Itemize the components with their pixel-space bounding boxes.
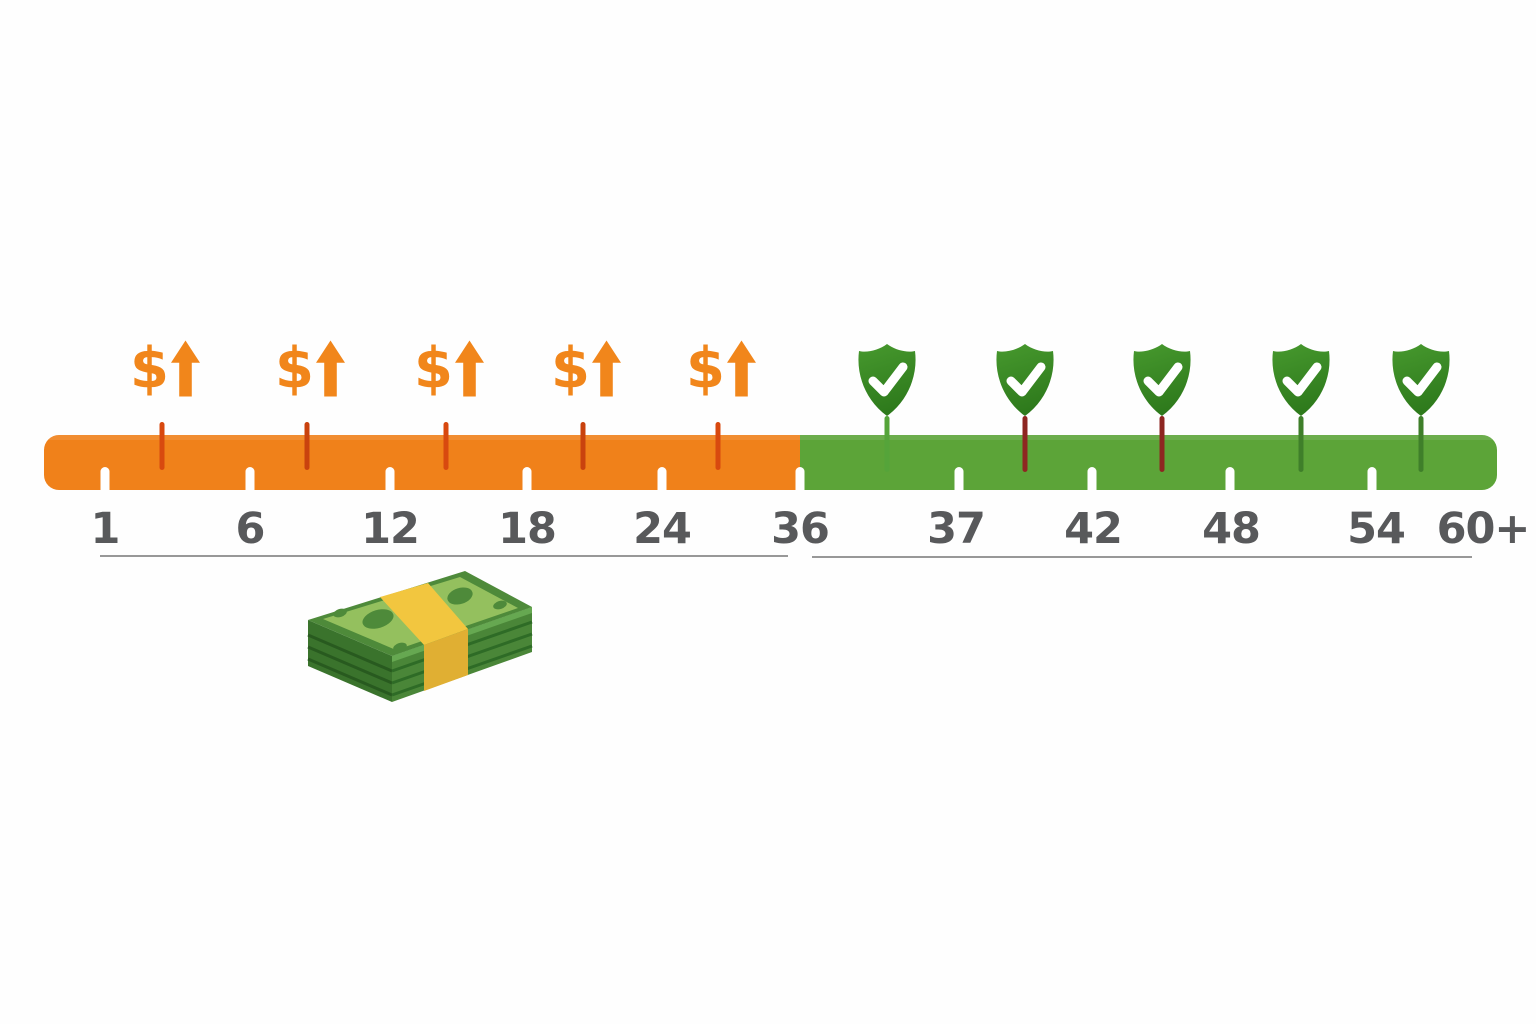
checkmark (1402, 362, 1442, 397)
orange-section-underline (100, 555, 788, 557)
money-stack-icon (307, 571, 533, 702)
dollar-marker-stem (443, 422, 449, 470)
tick-notch (1367, 467, 1377, 490)
shield-marker-stem (1022, 416, 1028, 472)
tick-notch (795, 467, 805, 490)
tick-notch (1087, 467, 1097, 490)
tick-label-60plus: 60+ (1436, 504, 1531, 554)
dollar-up-arrow-icon: $ (414, 338, 484, 404)
dollar-up-arrow-icon: $ (686, 338, 756, 404)
up-arrow-icon (592, 340, 621, 397)
dollar-marker-stem (715, 422, 721, 470)
tick-notch (954, 467, 964, 490)
tick-label-24: 24 (633, 504, 692, 554)
shield-marker-stem (1418, 416, 1424, 472)
tick-label-1: 1 (90, 504, 121, 554)
tick-label-12: 12 (361, 504, 420, 554)
checkmark (1143, 362, 1183, 397)
checkmark (1006, 362, 1046, 397)
shield-marker-stem (1159, 416, 1165, 472)
up-arrow-icon (171, 340, 200, 397)
green-section-underline (812, 556, 1472, 558)
dollar-up-arrow-icon: $ (275, 338, 345, 404)
tick-notch (385, 467, 395, 490)
shield-check-icon (996, 344, 1054, 416)
dollar-sign: $ (686, 336, 725, 401)
dollar-sign: $ (551, 336, 590, 401)
dollar-sign: $ (275, 336, 314, 401)
tick-label-36: 36 (771, 504, 830, 554)
dollar-marker-stem (304, 422, 310, 470)
dollar-sign: $ (130, 336, 169, 401)
up-arrow-icon (455, 340, 484, 397)
tick-label-48: 48 (1202, 504, 1261, 554)
tick-notch (100, 467, 110, 490)
dollar-up-arrow-icon: $ (130, 338, 200, 404)
up-arrow-icon (727, 340, 756, 397)
dollar-marker-stem (159, 422, 165, 470)
up-arrow-icon (316, 340, 345, 397)
checkmark (1282, 362, 1322, 397)
tick-notch (657, 467, 667, 490)
shield-check-icon (1392, 344, 1450, 416)
shield-check-icon (858, 344, 916, 416)
dollar-up-arrow-icon: $ (551, 338, 621, 404)
tick-label-18: 18 (498, 504, 557, 554)
shield-check-icon (1272, 344, 1330, 416)
dollar-marker-stem (580, 422, 586, 470)
timeline-bar (44, 435, 1497, 490)
tick-notch (522, 467, 532, 490)
tick-label-37: 37 (927, 504, 986, 554)
tick-label-54: 54 (1347, 504, 1406, 554)
tick-label-6: 6 (235, 504, 266, 554)
dollar-sign: $ (414, 336, 453, 401)
tick-notch (1225, 467, 1235, 490)
timeline-segment-orange (44, 435, 800, 490)
shield-marker-stem (1298, 416, 1304, 472)
shield-check-icon (1133, 344, 1191, 416)
tick-label-42: 42 (1064, 504, 1123, 554)
checkmark (868, 362, 908, 397)
shield-marker-stem (884, 416, 890, 472)
timeline-segment-green (800, 435, 1497, 490)
tick-notch (245, 467, 255, 490)
